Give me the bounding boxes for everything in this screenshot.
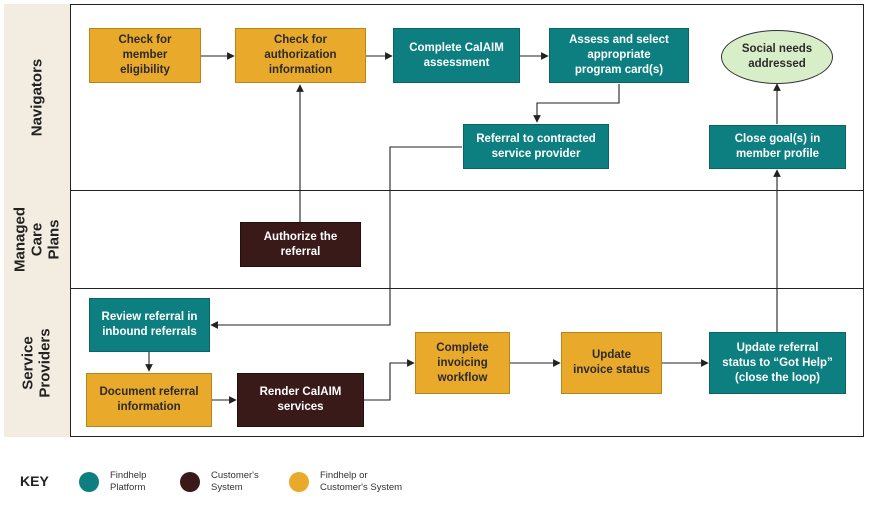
lane-name: Service Providers [20,327,55,398]
node-complete-assessment: Complete CalAIM assessment [393,28,520,83]
node-assess-program-card: Assess and select appropriate program ca… [549,28,689,83]
key-title: KEY [20,473,49,489]
key-item-customer-system: Customer's System [180,470,259,494]
lane-label-managed-care-plans: Managed Care Plans [4,190,71,289]
node-close-goals: Close goal(s) in member profile [709,125,846,169]
key-swatch [79,472,99,492]
node-update-invoice-status: Update invoice status [561,332,662,394]
node-referral-contracted: Referral to contracted service provider [463,124,609,169]
key-swatch [180,472,200,492]
lane-managed-care-plans [4,190,864,289]
lane-name: Navigators [28,58,46,137]
node-complete-invoicing: Complete invoicing workflow [415,332,510,394]
node-check-authorization: Check for authorization information [235,28,366,83]
key-item-findhelp-or-customer: Findhelp or Customer's System [289,470,402,494]
node-check-eligibility: Check for member eligibility [89,28,201,83]
node-authorize-referral: Authorize the referral [240,222,361,267]
key-label: Findhelp Platform [110,470,147,493]
node-update-referral-status: Update referral status to “Got Help” (cl… [709,332,846,394]
node-review-referral: Review referral in inbound referrals [89,298,210,352]
key-item-findhelp: Findhelp Platform [79,470,146,494]
key-label: Findhelp or Customer's System [320,470,403,493]
node-document-referral: Document referral information [86,373,212,427]
lane-label-navigators: Navigators [4,4,71,191]
lane-label-service-providers: Service Providers [4,288,71,437]
key-swatch [289,472,309,492]
node-render-services: Render CalAIM services [237,373,364,427]
lane-name: Managed Care Plans [11,207,63,273]
node-social-needs-addressed: Social needs addressed [721,30,833,84]
key-label: Customer's System [211,470,259,493]
